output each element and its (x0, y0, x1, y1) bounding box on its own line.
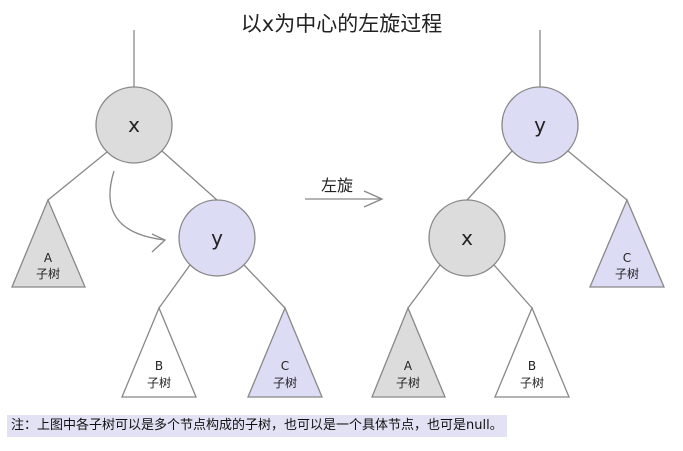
node-x (428, 199, 506, 277)
node-y (178, 199, 256, 277)
curved-arrow-icon (109, 170, 166, 241)
node-x-label: x (461, 226, 473, 250)
rotate-label: 左旋 (321, 176, 353, 195)
node-x-label: x (128, 113, 140, 137)
before-tree: x y A 子树 B 子树 C 子树 (11, 30, 323, 398)
edge-y-c (567, 150, 628, 201)
subtree-a-label: 子树 (36, 266, 60, 281)
subtree-a (11, 198, 86, 288)
subtree-b-letter: B (528, 359, 536, 373)
edge-x-a (47, 151, 108, 201)
node-y-label: y (211, 226, 223, 250)
subtree-b-label: 子树 (520, 375, 544, 390)
subtree-c-letter: C (623, 251, 631, 265)
curved-arrow-head-icon (151, 233, 167, 253)
subtree-a-letter: A (44, 251, 53, 265)
subtree-c-label: 子树 (615, 266, 639, 281)
footnote: 注：上图中各子树可以是多个节点构成的子树，也可以是一个具体节点，也可是null。 (7, 415, 507, 437)
node-y-label: y (534, 113, 546, 137)
rotate-arrow: 左旋 (305, 176, 384, 208)
edge-y-b (158, 264, 191, 309)
subtree-b (494, 306, 570, 398)
subtree-a-letter: A (404, 359, 413, 373)
subtree-c (247, 306, 323, 398)
edge-y-x (466, 150, 513, 201)
subtree-a (371, 306, 446, 398)
node-x (95, 86, 173, 164)
edge-y-c (243, 264, 286, 309)
subtree-c (589, 198, 665, 288)
subtree-c-label: 子树 (273, 375, 297, 390)
edge-x-b (493, 264, 533, 309)
subtree-b-letter: B (155, 359, 163, 373)
node-y (501, 86, 579, 164)
arrow-right-icon (363, 190, 384, 208)
edge-x-a (407, 264, 441, 309)
subtree-a-label: 子树 (396, 375, 420, 390)
after-tree: y x C 子树 A 子树 B 子树 (371, 30, 665, 398)
diagram-title: 以x为中心的左旋过程 (240, 12, 443, 36)
subtree-b-label: 子树 (147, 375, 171, 390)
edge-x-y (161, 150, 218, 201)
subtree-b (121, 306, 197, 398)
subtree-c-letter: C (281, 359, 289, 373)
